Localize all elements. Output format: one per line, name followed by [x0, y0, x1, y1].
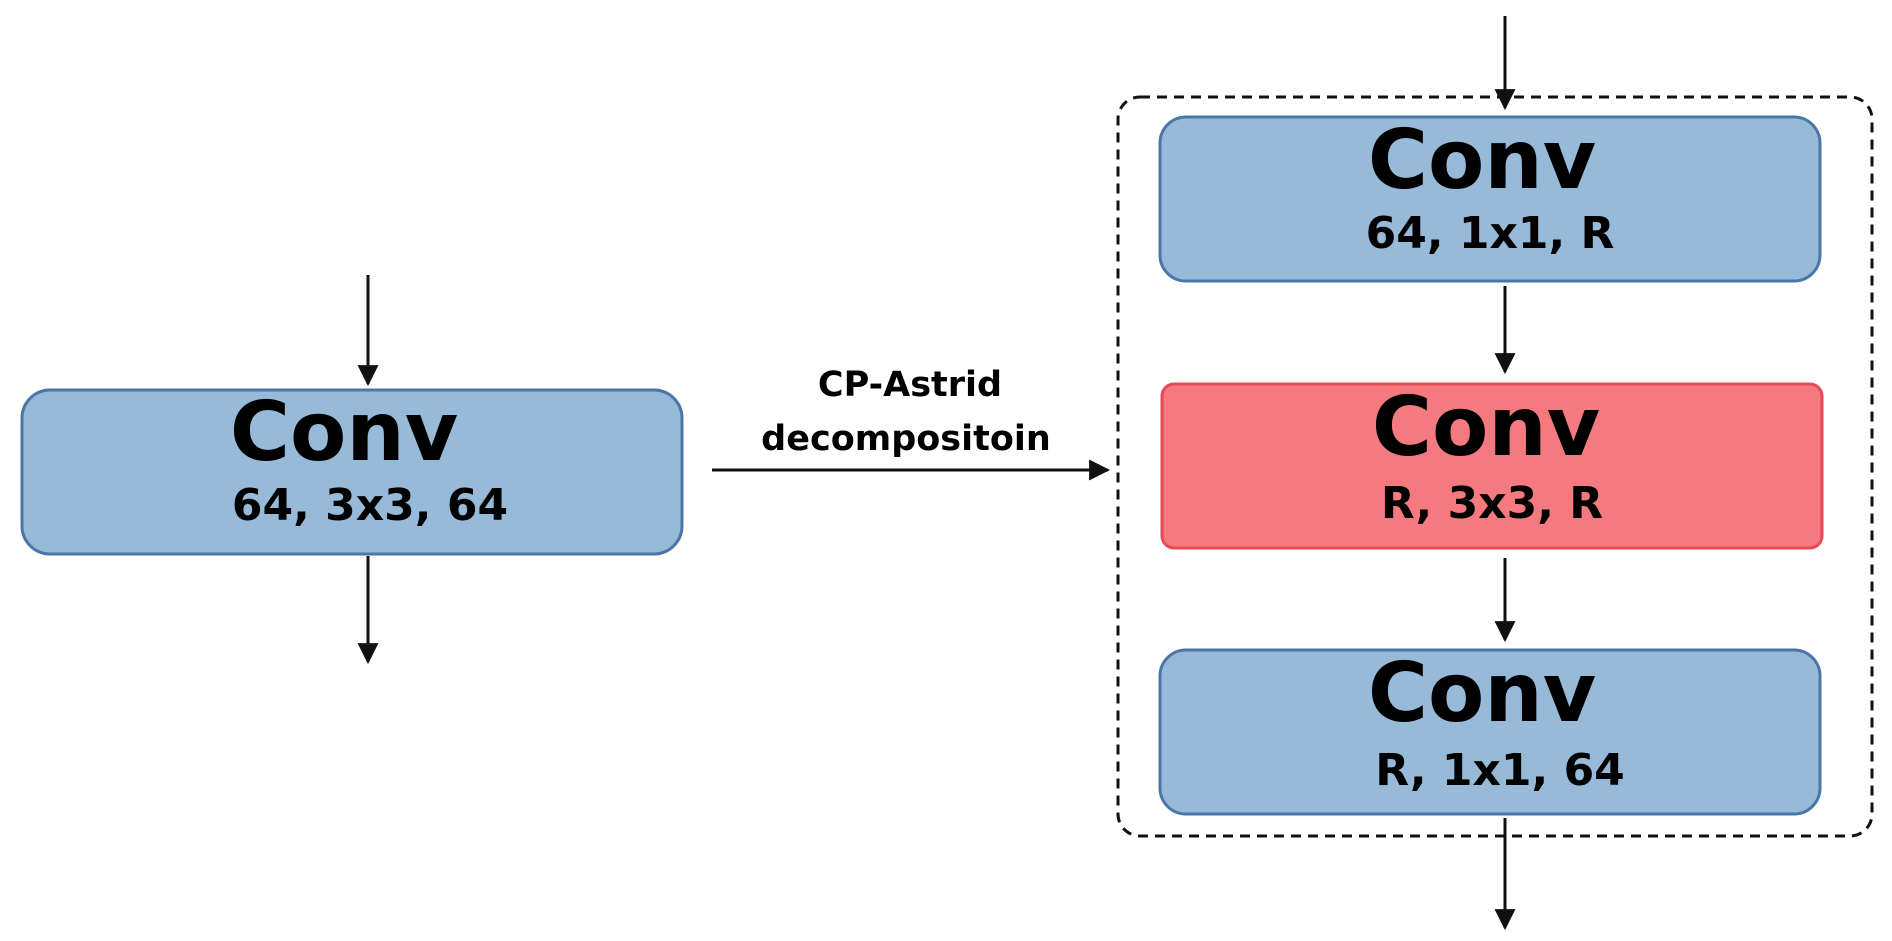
original-conv-box	[20, 388, 684, 556]
decomposed-conv-3-spec: R, 1x1, 64	[1375, 745, 1625, 796]
decomposed-conv-2-title: Conv	[1372, 380, 1600, 475]
decomposed-conv-1-title: Conv	[1368, 113, 1596, 208]
decomposed-conv-3-title: Conv	[1368, 646, 1596, 741]
original-conv-title: Conv	[230, 385, 458, 480]
decomposed-conv-1-box	[1158, 115, 1822, 283]
decomposed-conv-2-spec: R, 3x3, R	[1381, 478, 1603, 529]
decomposed-conv-1-spec: 64, 1x1, R	[1366, 208, 1615, 259]
original-conv-spec: 64, 3x3, 64	[232, 480, 508, 531]
decomposition-label-line2: decompositoin	[761, 419, 1051, 459]
decomposed-conv-2-box	[1160, 382, 1824, 550]
decomposition-label-line1: CP-Astrid	[818, 365, 1002, 405]
decomposed-conv-3-box	[1158, 648, 1822, 816]
decomposed-group-border	[1116, 95, 1874, 838]
